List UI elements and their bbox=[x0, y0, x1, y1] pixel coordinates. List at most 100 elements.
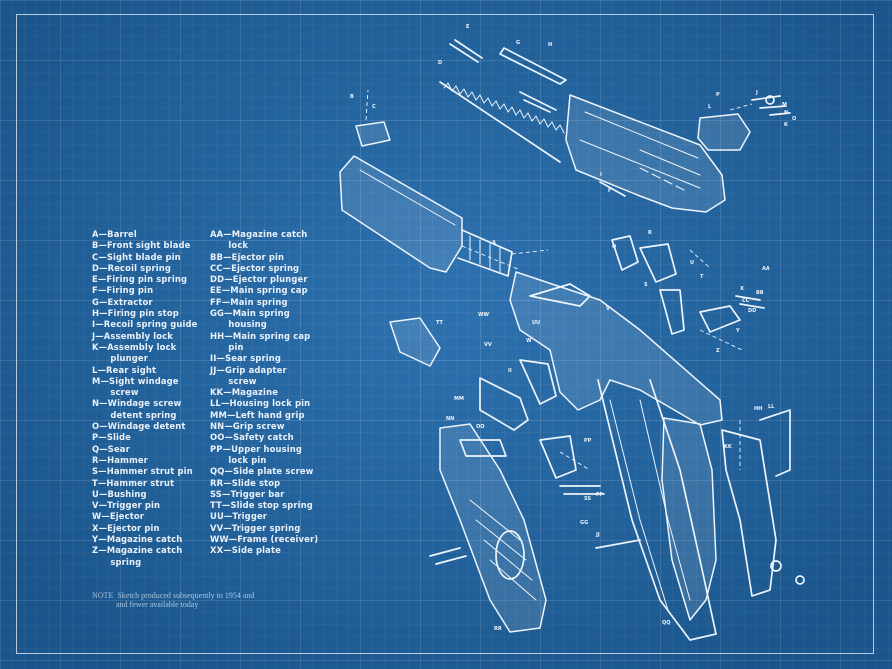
callout-label: DD bbox=[748, 308, 756, 314]
callout-label: H bbox=[548, 42, 552, 48]
callout-label: PP bbox=[584, 438, 592, 444]
callout-label: SS bbox=[584, 496, 591, 502]
callout-label: K bbox=[784, 122, 789, 128]
slide-part bbox=[565, 94, 726, 213]
internal-parts bbox=[389, 235, 765, 565]
callout-label: GG bbox=[580, 520, 588, 526]
legend-entry: Z—Magazine catch bbox=[92, 545, 183, 556]
recoil-spring-part bbox=[439, 39, 626, 197]
legend-entry: plunger bbox=[92, 353, 149, 364]
legend-entry: screw bbox=[210, 375, 257, 386]
callout-label: QQ bbox=[662, 620, 671, 626]
callout-label: Q bbox=[612, 244, 616, 250]
callout-label: C bbox=[372, 104, 376, 110]
callout-label: CC bbox=[742, 298, 750, 304]
callout-label: II bbox=[508, 368, 512, 374]
callout-label: UU bbox=[532, 320, 540, 326]
callout-label: JJ bbox=[595, 532, 600, 538]
callout-label: NN bbox=[446, 416, 454, 422]
callout-label: Z bbox=[716, 348, 720, 354]
callout-label: KK bbox=[724, 444, 733, 450]
legend-entry: J—Assembly lock bbox=[92, 330, 173, 341]
legend-entry: K—Assembly lock bbox=[92, 341, 177, 352]
legend-entry: S—Hammer strut pin bbox=[92, 466, 193, 477]
callout-label: V bbox=[606, 306, 610, 312]
frame-part bbox=[509, 271, 723, 641]
left-grip-part bbox=[439, 423, 547, 633]
legend-entry: BB—Ejector pin bbox=[210, 251, 285, 262]
barrel-part bbox=[339, 155, 513, 277]
callout-label: Y bbox=[735, 328, 740, 334]
callout-label: S bbox=[644, 282, 648, 288]
legend-entry: B—Front sight blade bbox=[92, 240, 191, 251]
legend-entry: AA—Magazine catch bbox=[210, 229, 308, 239]
legend-entry: C—Sight blade pin bbox=[92, 251, 181, 262]
legend-entry: spring bbox=[92, 556, 142, 567]
callout-label: F bbox=[608, 188, 611, 194]
legend-entry: L—Rear sight bbox=[92, 364, 157, 375]
legend-entry: Y—Magazine catch bbox=[92, 534, 183, 545]
legend-entry: Q—Sear bbox=[92, 443, 130, 454]
callout-label: R bbox=[648, 230, 652, 236]
legend-entry: N—Windage screw bbox=[92, 398, 182, 409]
callout-label: HH bbox=[754, 406, 762, 412]
legend-entry: HH—Main spring cap bbox=[210, 330, 311, 341]
legend-entry: FF—Main spring bbox=[210, 296, 288, 307]
legend-entry: U—Bushing bbox=[92, 488, 147, 499]
legend-entry: EE—Main spring cap bbox=[210, 285, 308, 296]
legend-entry: O—Windage detent bbox=[92, 421, 186, 432]
legend-entry: housing bbox=[210, 319, 267, 330]
legend-entry: G—Extractor bbox=[92, 296, 153, 307]
callout-label: BB bbox=[756, 290, 764, 296]
legend-entry: pin bbox=[210, 341, 244, 352]
callout-label: RR bbox=[494, 626, 502, 632]
callout-label: A bbox=[492, 240, 496, 246]
footnote: NOTE Sketch produced subsequently to 195… bbox=[92, 591, 255, 609]
callout-label: AA bbox=[762, 266, 770, 272]
legend-entry: RR—Slide stop bbox=[210, 477, 281, 488]
legend-entry: X—Ejector pin bbox=[92, 522, 160, 533]
rear-sight-part bbox=[697, 95, 791, 151]
legend-entry: XX—Side plate bbox=[210, 545, 281, 556]
callout-label: G bbox=[516, 40, 520, 46]
legend-entry: E—Firing pin spring bbox=[92, 274, 188, 285]
callout-label: FF bbox=[596, 492, 603, 498]
legend-entry: WW—Frame (receiver) bbox=[210, 534, 319, 545]
callout-label: L bbox=[708, 104, 712, 110]
callout-label: D bbox=[438, 60, 442, 66]
legend-entry: V—Trigger pin bbox=[92, 500, 161, 511]
right-grip-part bbox=[661, 409, 805, 621]
front-sight-part bbox=[355, 121, 391, 147]
callout-label: I bbox=[600, 172, 602, 178]
callout-label: X bbox=[740, 286, 744, 292]
callout-label: WW bbox=[478, 312, 490, 318]
callout-label: LL bbox=[768, 404, 775, 410]
legend-entry: KK—Magazine bbox=[210, 387, 279, 398]
legend-entry: UU—Trigger bbox=[210, 511, 268, 522]
callout-label: P bbox=[716, 92, 720, 98]
callout-label: N bbox=[784, 110, 788, 116]
legend-entry: MM—Left hand grip bbox=[210, 409, 305, 420]
callout-label: B bbox=[350, 94, 354, 100]
callout-label: MM bbox=[454, 396, 464, 402]
legend-entry: II—Sear spring bbox=[210, 353, 282, 364]
legend-entry: PP—Upper housing bbox=[210, 443, 303, 454]
legend-entry: JJ—Grip adapter bbox=[210, 364, 287, 375]
legend-entry: SS—Trigger bar bbox=[210, 488, 285, 499]
centerlines bbox=[365, 89, 753, 471]
legend-entry: P—Slide bbox=[92, 432, 132, 443]
legend-entry: lock bbox=[210, 240, 249, 251]
legend-entry: detent spring bbox=[92, 409, 177, 420]
callout-label: OO bbox=[476, 424, 485, 430]
legend-entry: NN—Grip screw bbox=[210, 421, 285, 432]
legend-entry: TT—Slide stop spring bbox=[210, 500, 313, 511]
legend-entry: LL—Housing lock pin bbox=[210, 398, 311, 409]
legend-entry: D—Recoil spring bbox=[92, 262, 172, 273]
legend-entry: A—Barrel bbox=[92, 229, 137, 239]
callout-label: T bbox=[700, 274, 704, 280]
legend-entry: GG—Main spring bbox=[210, 308, 290, 319]
legend-entry: DD—Ejector plunger bbox=[210, 274, 308, 285]
legend-entry: F—Firing pin bbox=[92, 285, 154, 296]
